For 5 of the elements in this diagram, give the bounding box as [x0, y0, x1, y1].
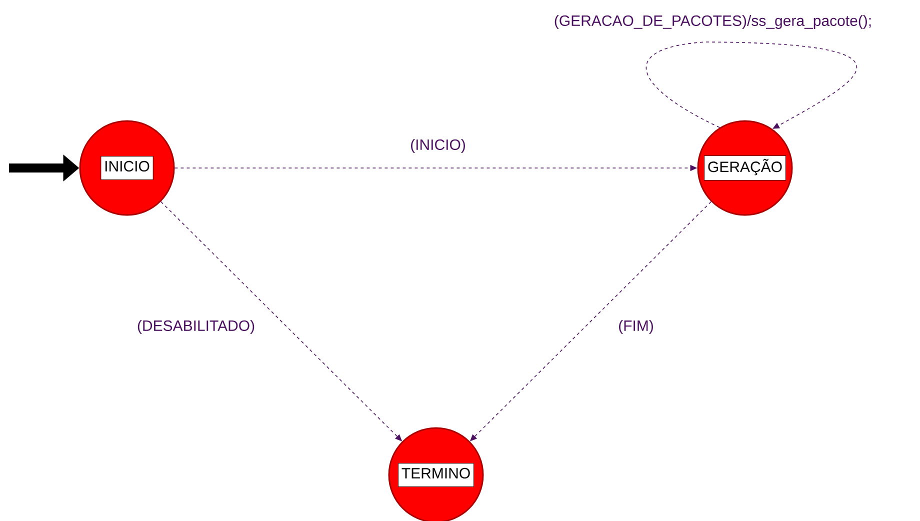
edge-label: (FIM): [617, 319, 655, 335]
edge-label: (INICIO): [409, 138, 467, 154]
edge-label: (DESABILITADO): [136, 319, 256, 335]
edge-label: (GERACAO_DE_PACOTES)/ss_gera_pacote();: [552, 14, 874, 30]
arrow: [646, 42, 858, 129]
